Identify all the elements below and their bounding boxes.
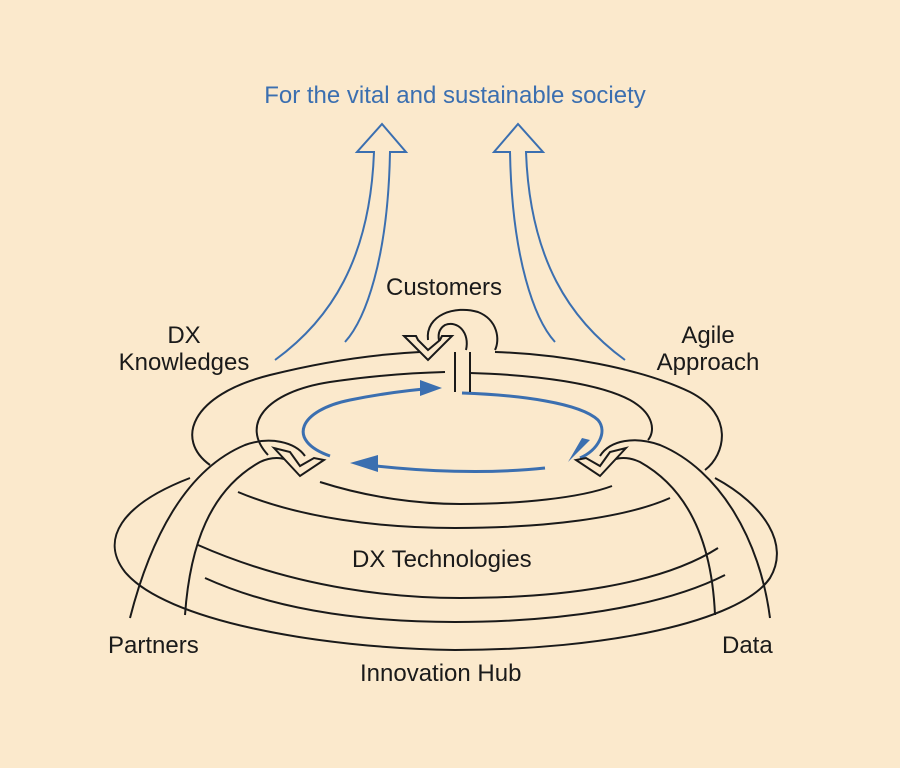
innovation-hub-label: Innovation Hub [360,660,522,687]
blue-cycle-arrowhead-top [420,380,442,396]
society-arrow-right [491,122,626,361]
innovation-hub-ring-inner [204,574,726,624]
partners-arrow [129,439,306,619]
agile-line1: Agile [681,322,735,349]
society-headline: For the vital and sustainable society [264,82,646,109]
dx-technologies-ring-side-left [237,491,671,530]
dx-technologies-ring-top [191,351,421,466]
dx-technologies-label: DX Technologies [352,546,532,573]
customers-label: Customers [386,274,503,301]
partners-label: Partners [108,632,199,659]
society-arrow-left [274,122,409,361]
innovation-hub-ring [113,477,778,652]
dx-knowledges-line1: DX [167,322,201,349]
data-label: Data [722,632,773,659]
dx-technologies-ring-bottom [197,544,719,600]
agile-line2: Approach [656,349,760,376]
agile-approach-label: Agile Approach [648,322,768,376]
blue-cycle-arrowhead-right [568,438,590,462]
inner-ring-bottom [319,481,613,506]
partners-arrowhead [270,446,327,478]
customers-stem [454,352,471,392]
customers-arrowhead [401,335,455,362]
blue-cycle-arrowhead-bottom [350,455,378,472]
dx-technologies-ring-top-right [494,351,723,471]
data-arrowhead [573,446,630,478]
inner-ring [255,371,446,456]
blue-cycle-right [461,391,604,460]
blue-cycle-bottom [359,462,546,473]
blue-cycle-top [301,386,436,458]
dx-knowledges-label: DX Knowledges [111,322,257,376]
customers-loop-arrow [426,308,499,351]
inner-ring-right [469,372,653,441]
dx-knowledges-line2: Knowledges [118,349,250,376]
